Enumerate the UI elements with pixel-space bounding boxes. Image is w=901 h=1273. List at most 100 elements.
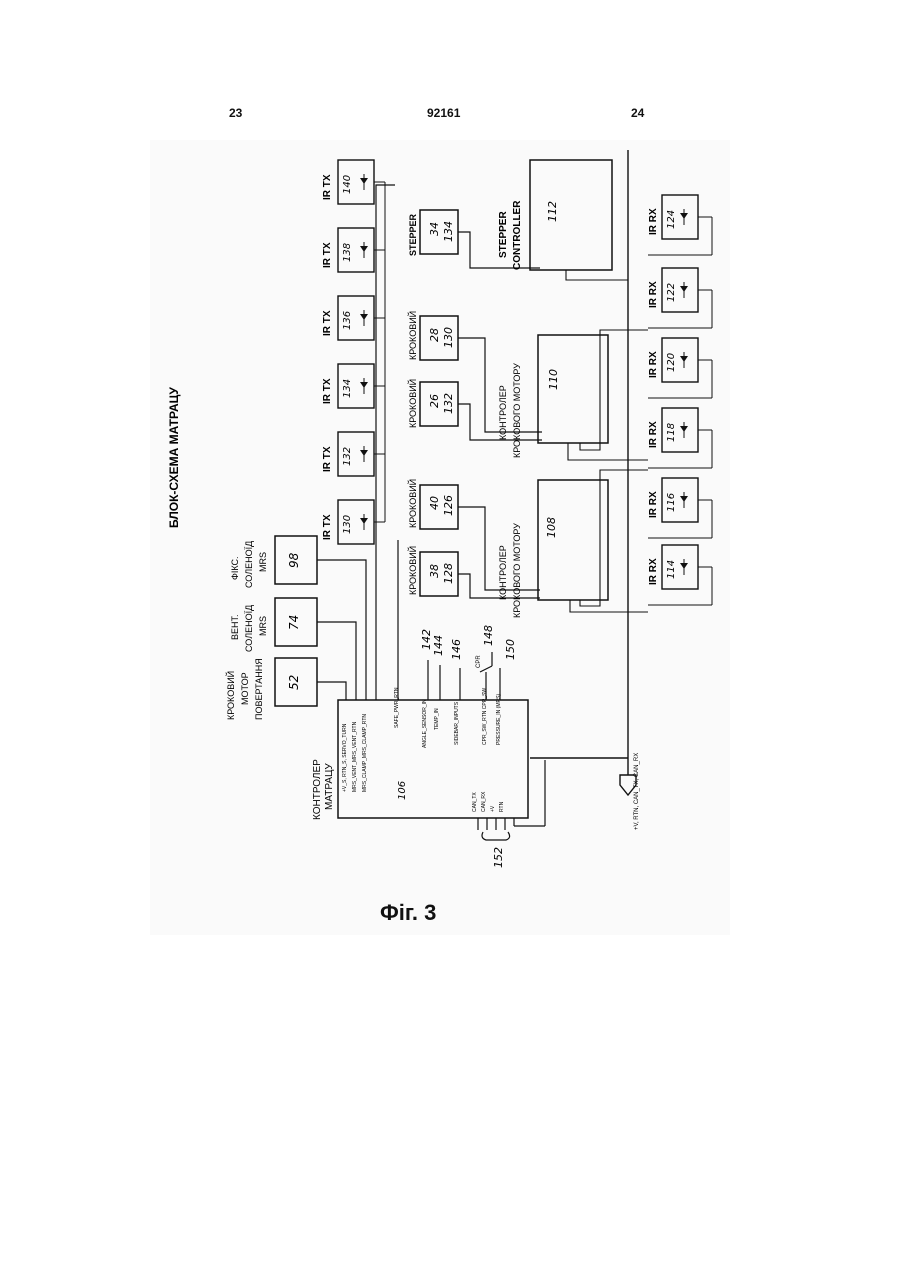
svg-text:CONTROLLER: CONTROLLER — [512, 200, 523, 270]
ref-150: 150 — [504, 639, 517, 660]
svg-text:40: 40 — [428, 496, 441, 510]
stepper-38-block: 38 128 КРОКОВИЙ — [407, 546, 458, 596]
svg-text:СОЛЕНОЇД: СОЛЕНОЇД — [244, 605, 254, 652]
svg-text:114: 114 — [666, 560, 677, 579]
ref-148: 148 — [482, 625, 495, 646]
svg-text:118: 118 — [666, 423, 677, 442]
stepper-40-block: 40 126 КРОКОВИЙ — [407, 479, 458, 529]
svg-text:IR RX: IR RX — [648, 558, 659, 585]
svg-text:КРОКОВИЙ: КРОКОВИЙ — [407, 546, 418, 595]
diagram-title: БЛОК-СХЕМА МАТРАЦУ — [167, 387, 181, 528]
svg-text:34: 34 — [428, 222, 441, 236]
svg-text:130: 130 — [442, 327, 455, 348]
mattress-controller-number: 106 — [397, 781, 408, 800]
ref-146: 146 — [450, 639, 463, 660]
stepper-28-block: 28 130 КРОКОВИЙ — [407, 311, 458, 360]
svg-text:КРОКОВОГО МОТОРУ: КРОКОВОГО МОТОРУ — [512, 363, 522, 458]
svg-text:КРОКОВИЙ: КРОКОВИЙ — [225, 671, 236, 720]
svg-text:128: 128 — [442, 563, 455, 584]
svg-text:МОТОР: МОТОР — [240, 672, 250, 705]
svg-text:140: 140 — [342, 175, 353, 194]
svg-text:120: 120 — [666, 353, 677, 372]
mattress-controller-title-1: КОНТРОЛЕР — [312, 759, 323, 820]
svg-text:КОНТРОЛЕР: КОНТРОЛЕР — [498, 545, 508, 600]
mc-signal-4: SAFE_PWR_RTN — [394, 687, 400, 728]
rx-wires — [566, 270, 648, 612]
svg-text:132: 132 — [342, 447, 353, 466]
svg-text:134: 134 — [342, 379, 353, 398]
svg-text:IR RX: IR RX — [648, 208, 659, 235]
svg-text:132: 132 — [442, 393, 455, 414]
svg-text:74: 74 — [287, 615, 301, 630]
power-can-bus — [530, 150, 636, 795]
svg-text:28: 28 — [428, 328, 441, 342]
svg-text:ПОВЕРТАННЯ: ПОВЕРТАННЯ — [254, 658, 264, 720]
svg-text:IR TX: IR TX — [322, 446, 333, 472]
mc-signal-6: TEMP_IN — [434, 708, 440, 730]
stepper-34-block: 34 134 STEPPER — [408, 210, 458, 256]
mattress-controller-block: КОНТРОЛЕР МАТРАЦУ 106 +V_S, RTN_S, SERVO… — [312, 687, 528, 820]
mc-signal-5: ANGLE_SENSOR_IN — [422, 699, 428, 748]
sensor-wires — [428, 652, 500, 700]
svg-text:26: 26 — [428, 394, 441, 408]
mc-signal-8: CPR_SW_RTN CPR_SW — [482, 688, 488, 745]
svg-text:MRS: MRS — [258, 552, 268, 572]
ir-rx-118: IR RX 118 — [648, 408, 712, 468]
svg-text:138: 138 — [342, 243, 353, 262]
svg-text:116: 116 — [666, 493, 677, 512]
svg-text:126: 126 — [442, 495, 455, 516]
mc-signal-1: +V_S, RTN_S, SERVO_TURN — [342, 723, 348, 792]
svg-text:110: 110 — [547, 369, 560, 390]
mc-signal-10: CAN_TX — [472, 792, 478, 812]
ref-152: 152 — [492, 847, 505, 868]
svg-text:IR RX: IR RX — [648, 421, 659, 448]
svg-text:КОНТРОЛЕР: КОНТРОЛЕР — [498, 385, 508, 440]
svg-text:98: 98 — [287, 552, 301, 568]
ir-rx-122: IR RX122 — [648, 268, 712, 328]
rotation-motor-block: 52 КРОКОВИЙ МОТОР ПОВЕРТАННЯ — [225, 658, 317, 720]
svg-text:IR TX: IR TX — [322, 310, 333, 336]
bus-label: +V, RTN, CAN_TX, CAN_RX — [634, 753, 640, 830]
svg-text:СОЛЕНОЇД: СОЛЕНОЇД — [244, 541, 254, 588]
svg-text:IR RX: IR RX — [648, 491, 659, 518]
mc-signal-11: CAN_RX — [481, 791, 487, 812]
svg-text:STEPPER: STEPPER — [498, 211, 509, 258]
svg-text:IR RX: IR RX — [648, 281, 659, 308]
svg-text:108: 108 — [545, 517, 558, 538]
stepper-controller-112-block: STEPPER CONTROLLER 112 — [498, 160, 612, 270]
svg-text:38: 38 — [428, 564, 441, 578]
svg-text:124: 124 — [666, 210, 677, 229]
svg-text:134: 134 — [442, 221, 455, 242]
mc-signal-13: RTN — [499, 801, 505, 812]
svg-text:ВЕНТ.: ВЕНТ. — [230, 614, 240, 640]
ir-rx-124: IR RX 124 — [648, 195, 712, 255]
svg-text:КРОКОВОГО МОТОРУ: КРОКОВОГО МОТОРУ — [512, 523, 522, 618]
mattress-controller-title-2: МАТРАЦУ — [324, 763, 335, 810]
svg-text:STEPPER: STEPPER — [408, 213, 418, 256]
svg-text:КРОКОВИЙ: КРОКОВИЙ — [407, 479, 418, 528]
ref-144: 144 — [432, 635, 445, 656]
vent-solenoid-block: 74 ВЕНТ. СОЛЕНОЇД MRS — [230, 598, 317, 652]
can-bus-bracket — [478, 760, 545, 840]
svg-text:IR TX: IR TX — [322, 242, 333, 268]
ir-rx-row: IR RX 114 IR RX 116 IR RX 118 IR RX 120 IR RX122… — [648, 195, 712, 605]
svg-text:112: 112 — [546, 201, 559, 222]
mc-signal-7: SIDEBAR_INPUTS — [454, 701, 460, 745]
svg-text:КРОКОВИЙ: КРОКОВИЙ — [407, 379, 418, 428]
svg-text:IR TX: IR TX — [322, 514, 333, 540]
fix-solenoid-block: 98 ФІКС. СОЛЕНОЇД MRS — [230, 536, 317, 588]
stepper-controller-108-block: КОНТРОЛЕР КРОКОВОГО МОТОРУ 108 — [498, 480, 608, 618]
mc-signal-9: PRESSURE_IN (MRS) — [496, 694, 502, 745]
stepper-26-block: 26 132 КРОКОВИЙ — [407, 379, 458, 428]
ir-rx-116: IR RX 116 — [648, 478, 712, 538]
svg-text:136: 136 — [342, 311, 353, 330]
stepper-controller-110-block: КОНТРОЛЕР КРОКОВОГО МОТОРУ 110 — [498, 335, 608, 458]
svg-text:IR TX: IR TX — [322, 378, 333, 404]
switch-label: CPR — [476, 655, 482, 668]
svg-text:ФІКС.: ФІКС. — [230, 557, 240, 580]
svg-text:MRS: MRS — [258, 616, 268, 636]
svg-text:IR RX: IR RX — [648, 351, 659, 378]
mc-signal-12: +V — [490, 805, 496, 812]
figure-caption: Фіг. 3 — [380, 900, 436, 926]
